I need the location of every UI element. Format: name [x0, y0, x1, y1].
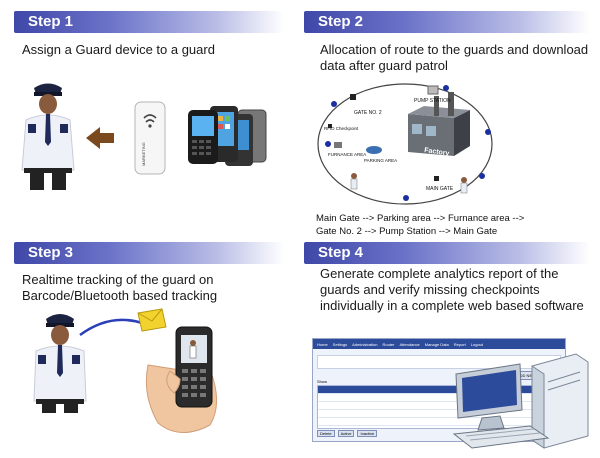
route-map: Factory PUMP STATION GATE NO. 2 RFID Che…	[317, 83, 493, 205]
monitor	[455, 363, 523, 431]
smartphones-icon	[188, 106, 267, 166]
nav-home[interactable]: Home	[317, 341, 328, 347]
step-4-description: Generate complete analytics report of th…	[320, 266, 584, 313]
factory-icon: Factory	[408, 92, 470, 158]
step-1-description: Assign a Guard device to a guard	[22, 42, 215, 57]
software-screenshot: Home Settings Administration Router Atte…	[312, 338, 566, 442]
gate-2-checkpoint-icon	[350, 94, 356, 100]
keyboard	[452, 425, 550, 449]
main-gate-checkpoint-icon	[434, 176, 439, 181]
gate-2-label: GATE NO. 2	[354, 110, 382, 116]
rfid-checkpoint-label: RFID Checkpoint	[324, 126, 359, 131]
furnance-area-label: FURNANCE AREA	[328, 152, 366, 157]
nav-report[interactable]: Report	[453, 341, 466, 347]
nav-attendance[interactable]: Attendance	[399, 341, 420, 347]
desktop-computer-icon	[452, 353, 589, 449]
car-icon	[366, 146, 382, 154]
step-2-description: Allocation of route to the guards and do…	[320, 42, 589, 73]
inactive-button[interactable]: Inactive	[357, 430, 378, 437]
main-gate-label: MAIN GATE	[426, 186, 454, 192]
guard-figure	[33, 314, 87, 413]
step-1-title: Step 1	[28, 13, 74, 30]
step-2-header: Step 2	[304, 11, 590, 33]
nav-settings[interactable]: Settings	[332, 341, 348, 347]
bulk-buttons: Delete Active Inactive	[317, 430, 378, 437]
signal-arc-icon	[79, 318, 143, 337]
step-2-title: Step 2	[318, 13, 364, 30]
show-label: Show	[317, 379, 328, 384]
pump-station-label: PUMP STATION	[414, 98, 451, 104]
rfid-icon	[328, 124, 332, 128]
furnance-icon	[334, 142, 342, 148]
software-nav: Home Settings Administration Router Atte…	[313, 339, 565, 349]
parking-area-label: PARKING AREA	[364, 158, 397, 163]
delete-button[interactable]: Delete	[317, 430, 335, 437]
left-arrow-icon	[86, 127, 114, 149]
nav-manage-data[interactable]: Manage Data	[424, 341, 449, 347]
factory-label: Factory	[424, 147, 450, 157]
envelope-icon	[137, 308, 167, 332]
step-3-illustration	[33, 308, 217, 433]
computer-tower	[531, 353, 589, 449]
step-3-description: Realtime tracking of the guard on Barcod…	[22, 272, 218, 303]
step-4-header: Step 4	[304, 242, 590, 264]
nav-router[interactable]: Router	[382, 341, 395, 347]
nav-logout[interactable]: Logout	[470, 341, 483, 347]
device-label: MARKETING	[141, 142, 146, 166]
route-line-2: Gate No. 2 --> Pump Station --> Main Gat…	[316, 226, 498, 237]
step-3-title: Step 3	[28, 244, 74, 261]
guard-icon	[350, 173, 468, 194]
guard-figure	[21, 83, 75, 190]
active-button[interactable]: Active	[337, 430, 355, 437]
hand-holding-phone-icon	[145, 326, 217, 433]
table-header	[318, 386, 562, 393]
step-1-illustration: MARKETING	[21, 83, 267, 190]
guard-device-icon: MARKETING	[134, 101, 166, 175]
route-path: Main Gate --> Parking area --> Furnance …	[316, 212, 596, 238]
step-1-header: Step 1	[14, 11, 284, 33]
step-4-title: Step 4	[318, 244, 364, 261]
step-3-header: Step 3	[14, 242, 284, 264]
pump-station-icon	[427, 85, 439, 95]
route-line-1: Main Gate --> Parking area --> Furnance …	[316, 213, 525, 224]
nav-administration[interactable]: Administration	[352, 341, 378, 347]
checkpoint-dots	[325, 85, 491, 201]
